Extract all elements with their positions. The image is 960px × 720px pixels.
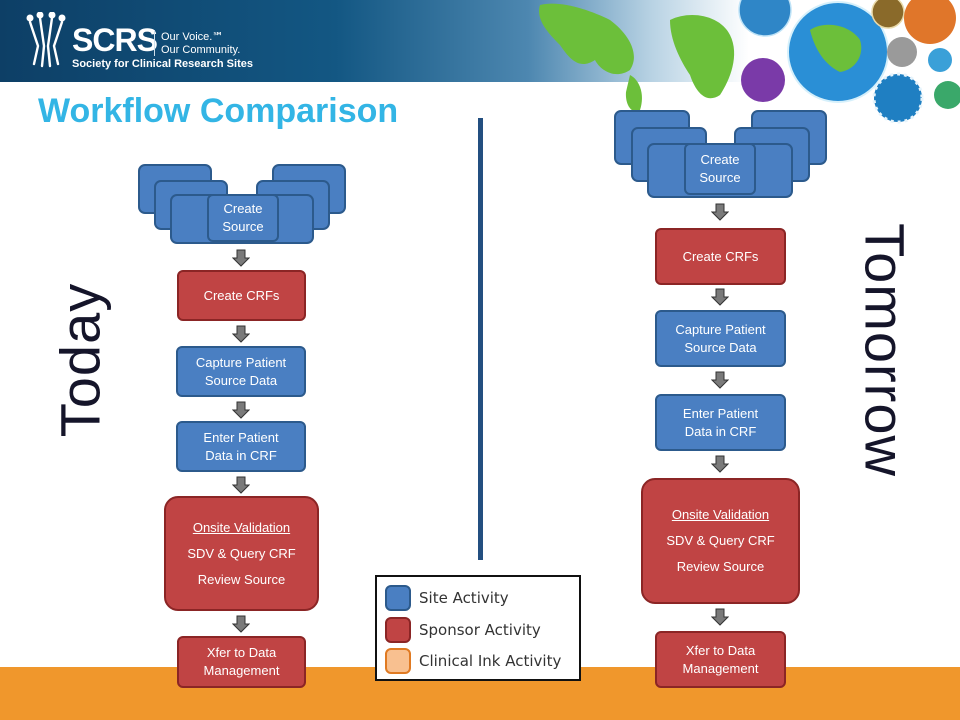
tomorrow-validation-review: Review Source xyxy=(676,559,765,574)
today-arrow-down-icon xyxy=(232,401,250,419)
today-onsite-validation: Onsite Validation SDV & Query CRF Review… xyxy=(164,496,319,611)
tomorrow-validation-title: Onsite Validation xyxy=(671,507,770,522)
logo-org-name: Society for Clinical Research Sites xyxy=(72,58,253,70)
logo-tagline-2: Our Community. xyxy=(161,44,241,56)
tomorrow-validation-sdv: SDV & Query CRF xyxy=(666,533,775,548)
tomorrow-label: Tomorrow xyxy=(840,210,930,490)
legend: Site Activity Sponsor Activity Clinical … xyxy=(375,575,581,681)
tomorrow-create-source: Create Source xyxy=(684,143,756,195)
tomorrow-arrow-down-icon xyxy=(711,203,729,221)
today-xfer-data-management: Xfer to Data Management xyxy=(177,636,306,688)
tomorrow-arrow-down-icon xyxy=(711,608,729,626)
legend-label-site: Site Activity xyxy=(419,589,509,607)
tomorrow-label-text: Tomorrow xyxy=(853,223,917,477)
logo-figures-icon xyxy=(26,12,66,68)
tomorrow-capture-text: Capture Patient Source Data xyxy=(675,321,766,355)
page-title: Workflow Comparison xyxy=(38,92,399,130)
legend-label-sponsor: Sponsor Activity xyxy=(419,621,541,639)
tomorrow-create-crfs: Create CRFs xyxy=(655,228,786,285)
today-create-source-text: Create Source xyxy=(222,201,264,234)
legend-label-clinical-ink: Clinical Ink Activity xyxy=(419,652,562,670)
today-label-text: Today xyxy=(48,282,112,438)
tomorrow-xfer-text: Xfer to Data Management xyxy=(682,642,759,676)
today-label: Today xyxy=(30,270,130,450)
column-divider xyxy=(478,118,483,560)
today-validation-sdv: SDV & Query CRF xyxy=(187,545,296,561)
today-enter-crf-data: Enter Patient Data in CRF xyxy=(176,421,306,472)
today-validation-title: Onsite Validation xyxy=(192,519,291,535)
tomorrow-create-crfs-text: Create CRFs xyxy=(682,248,759,264)
legend-item-site: Site Activity xyxy=(385,585,509,611)
today-capture-source-data: Capture Patient Source Data xyxy=(176,346,306,397)
today-arrow-down-icon xyxy=(232,476,250,494)
logo-divider xyxy=(154,30,155,56)
today-create-crfs: Create CRFs xyxy=(177,270,306,321)
today-create-crfs-text: Create CRFs xyxy=(203,287,280,303)
tomorrow-enter-text: Enter Patient Data in CRF xyxy=(682,405,759,439)
logo-tagline-1: Our Voice.℠ xyxy=(161,31,224,43)
globe-decoration-icon xyxy=(539,0,960,124)
tomorrow-arrow-down-icon xyxy=(711,455,729,473)
today-arrow-down-icon xyxy=(232,615,250,633)
tomorrow-create-source-text: Create Source xyxy=(699,152,741,185)
today-validation-review: Review Source xyxy=(197,571,286,587)
tomorrow-onsite-validation: Onsite Validation SDV & Query CRF Review… xyxy=(641,478,800,604)
today-xfer-text: Xfer to Data Management xyxy=(203,645,280,678)
logo-wordmark: SCRS xyxy=(72,22,158,58)
today-arrow-down-icon xyxy=(232,249,250,267)
today-capture-text: Capture Patient Source Data xyxy=(195,354,287,388)
tomorrow-capture-source-data: Capture Patient Source Data xyxy=(655,310,786,367)
legend-swatch-sponsor xyxy=(385,617,411,643)
today-create-source: Create Source xyxy=(207,194,279,242)
tomorrow-xfer-data-management: Xfer to Data Management xyxy=(655,631,786,688)
tomorrow-enter-crf-data: Enter Patient Data in CRF xyxy=(655,394,786,451)
legend-swatch-site xyxy=(385,585,411,611)
tomorrow-arrow-down-icon xyxy=(711,288,729,306)
legend-item-sponsor: Sponsor Activity xyxy=(385,617,541,643)
tomorrow-arrow-down-icon xyxy=(711,371,729,389)
legend-swatch-clinical-ink xyxy=(385,648,411,674)
today-enter-text: Enter Patient Data in CRF xyxy=(203,429,279,463)
today-arrow-down-icon xyxy=(232,325,250,343)
legend-item-clinical-ink: Clinical Ink Activity xyxy=(385,648,561,674)
